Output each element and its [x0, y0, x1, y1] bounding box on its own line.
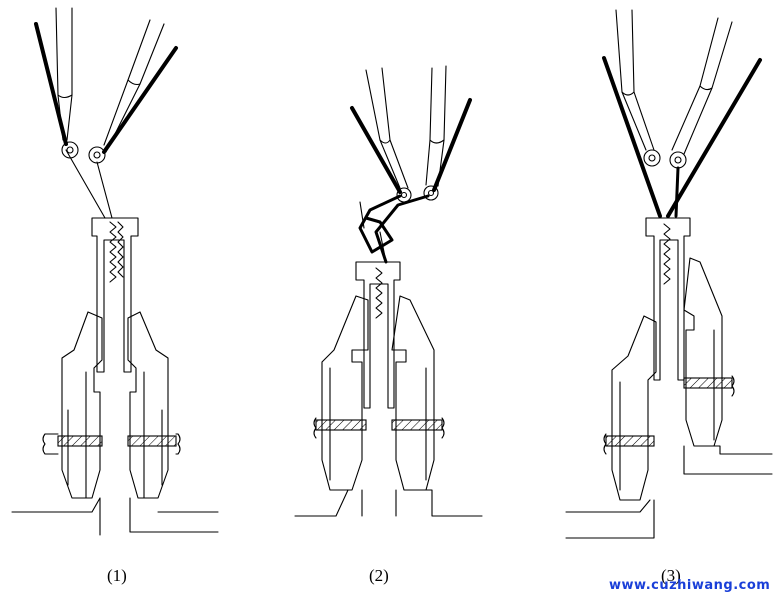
housing-right-3 — [683, 257, 773, 475]
tube-1 — [91, 217, 139, 373]
tweezers-left-1 — [34, 7, 79, 159]
housing-right-2 — [391, 295, 483, 517]
tweezers-left-2 — [350, 67, 412, 203]
tweezers-left-3 — [602, 9, 662, 218]
panel-3 — [565, 9, 773, 539]
housing-left-1 — [11, 311, 103, 536]
tube-3 — [645, 217, 691, 381]
caption-2: (2) — [369, 566, 389, 585]
tweezers-right-1 — [88, 19, 178, 164]
panel-2 — [294, 65, 483, 517]
tube-2 — [355, 261, 401, 409]
housing-left-3 — [565, 315, 657, 539]
housing-right-1 — [127, 311, 219, 533]
wire-loop-2 — [358, 194, 430, 264]
housing-left-2 — [294, 295, 369, 517]
caption-3: (3) — [661, 566, 681, 585]
tweezers-right-3 — [666, 17, 762, 218]
caption-1: (1) — [107, 566, 127, 585]
tweezers-right-2 — [423, 65, 472, 201]
panel-1 — [11, 7, 219, 536]
wire-1 — [65, 149, 113, 219]
watermark: www.cuzhiwang.com — [609, 578, 771, 593]
